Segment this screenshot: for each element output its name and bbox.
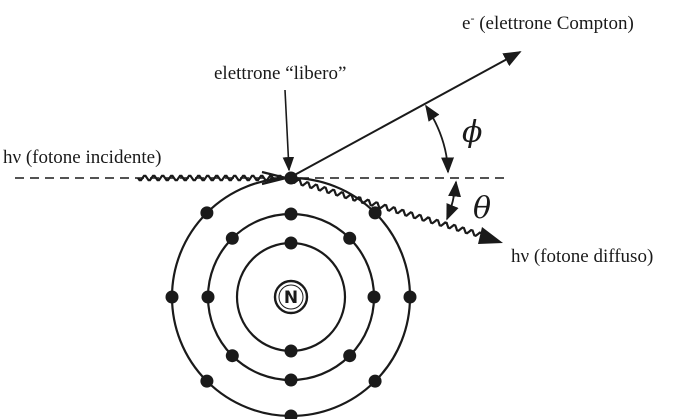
electron-dot-icon — [225, 349, 239, 363]
electron-dot-icon — [200, 374, 214, 388]
electron-dot-icon — [200, 206, 214, 220]
electron-dot-icon — [367, 290, 381, 304]
electron-dot-icon — [225, 231, 239, 245]
electron-dot-icon — [284, 409, 298, 419]
phi-label: ϕ — [462, 115, 482, 150]
compton-electron-label: e- (elettrone Compton) — [462, 11, 634, 34]
scattered-photon-label: hν (fotone diffuso) — [511, 246, 653, 267]
phi-angle-arc — [425, 104, 455, 174]
electrons-group — [165, 171, 417, 419]
electron-dot-icon — [201, 290, 215, 304]
electron-dot-icon — [368, 206, 382, 220]
scattered-photon-arrowhead — [478, 227, 503, 244]
nucleus-inner-ring — [278, 284, 304, 310]
electron-dot-icon — [403, 290, 417, 304]
electron-dot-icon — [284, 171, 298, 185]
free-electron-pointer — [282, 89, 295, 172]
theta-label: θ — [473, 191, 491, 226]
theta-angle-arc — [446, 180, 461, 221]
electron-dot-icon — [343, 231, 357, 245]
electron-dot-icon — [165, 290, 179, 304]
electron-dot-icon — [284, 373, 298, 387]
incident-photon-label: hν (fotone incidente) — [3, 147, 161, 168]
nucleus-label: N — [284, 288, 298, 308]
electron-dot-icon — [284, 207, 298, 221]
scattered-photon-wave — [290, 178, 484, 239]
electron-dot-icon — [343, 349, 357, 363]
electron-dot-icon — [284, 344, 298, 358]
free-electron-label: elettrone “libero” — [214, 63, 346, 84]
electron-dot-icon — [368, 374, 382, 388]
electron-dot-icon — [284, 236, 298, 250]
nucleus-icon — [273, 279, 309, 315]
incident-photon-wave — [137, 174, 283, 182]
atom: N — [165, 171, 417, 419]
compton-electron-line — [288, 51, 522, 179]
